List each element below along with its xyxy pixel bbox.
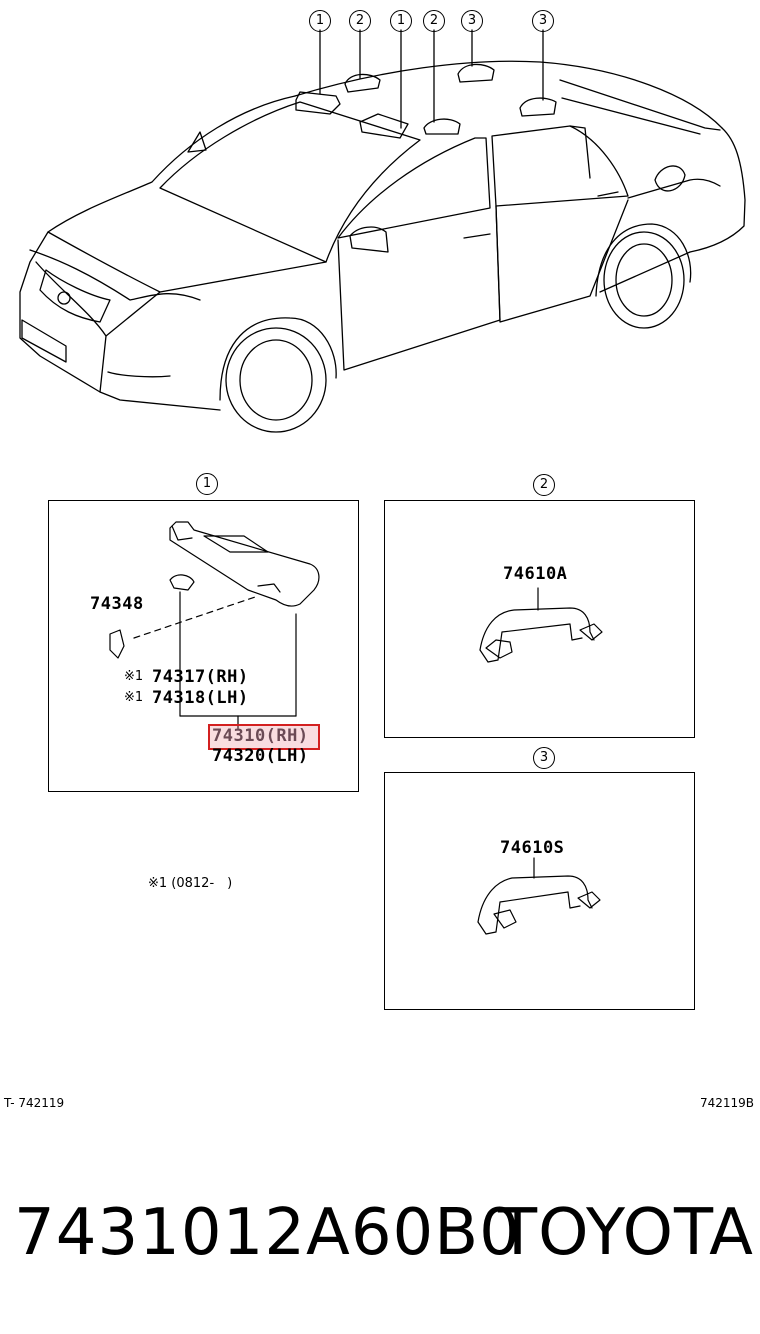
part-74318-lh: 74318(LH) (152, 688, 249, 708)
callout-2: 2 (349, 10, 371, 32)
car-illustration (19, 29, 746, 433)
callout-3: 3 (532, 10, 554, 32)
note-mark-1: ※1 (124, 669, 144, 684)
callout-3: 3 (461, 10, 483, 32)
callout-2: 2 (423, 10, 445, 32)
footer-left: T- 742119 (4, 1096, 65, 1110)
panel2-callout: 2 (533, 474, 555, 496)
sun-visor-drawing (109, 521, 320, 731)
assist-grip-s-drawing (477, 857, 601, 935)
brand-title: TOYOTA (498, 1196, 754, 1270)
part-number-title: 7431012A60B0 (14, 1196, 521, 1270)
panel1-callout: 1 (196, 473, 218, 495)
assist-grip-a-drawing (479, 587, 603, 663)
panel3-callout: 3 (533, 747, 555, 769)
panel-assist-grip-s (384, 772, 695, 1010)
footnote: ※1 (0812- ) (148, 876, 233, 891)
part-74610a: 74610A (503, 564, 568, 584)
footer-right: 742119B (700, 1096, 755, 1110)
part-74320-lh: 74320(LH) (212, 746, 309, 766)
highlight-box (208, 724, 320, 750)
callout-1: 1 (390, 10, 412, 32)
part-74317-rh: 74317(RH) (152, 667, 249, 687)
part-74310-rh[interactable]: 74310(RH) (212, 726, 309, 746)
panel-assist-grip-a (384, 500, 695, 738)
note-mark-2: ※1 (124, 690, 144, 705)
part-74610s: 74610S (500, 838, 565, 858)
panel-sun-visor (48, 500, 359, 792)
part-74348: 74348 (90, 594, 144, 614)
callout-1: 1 (309, 10, 331, 32)
